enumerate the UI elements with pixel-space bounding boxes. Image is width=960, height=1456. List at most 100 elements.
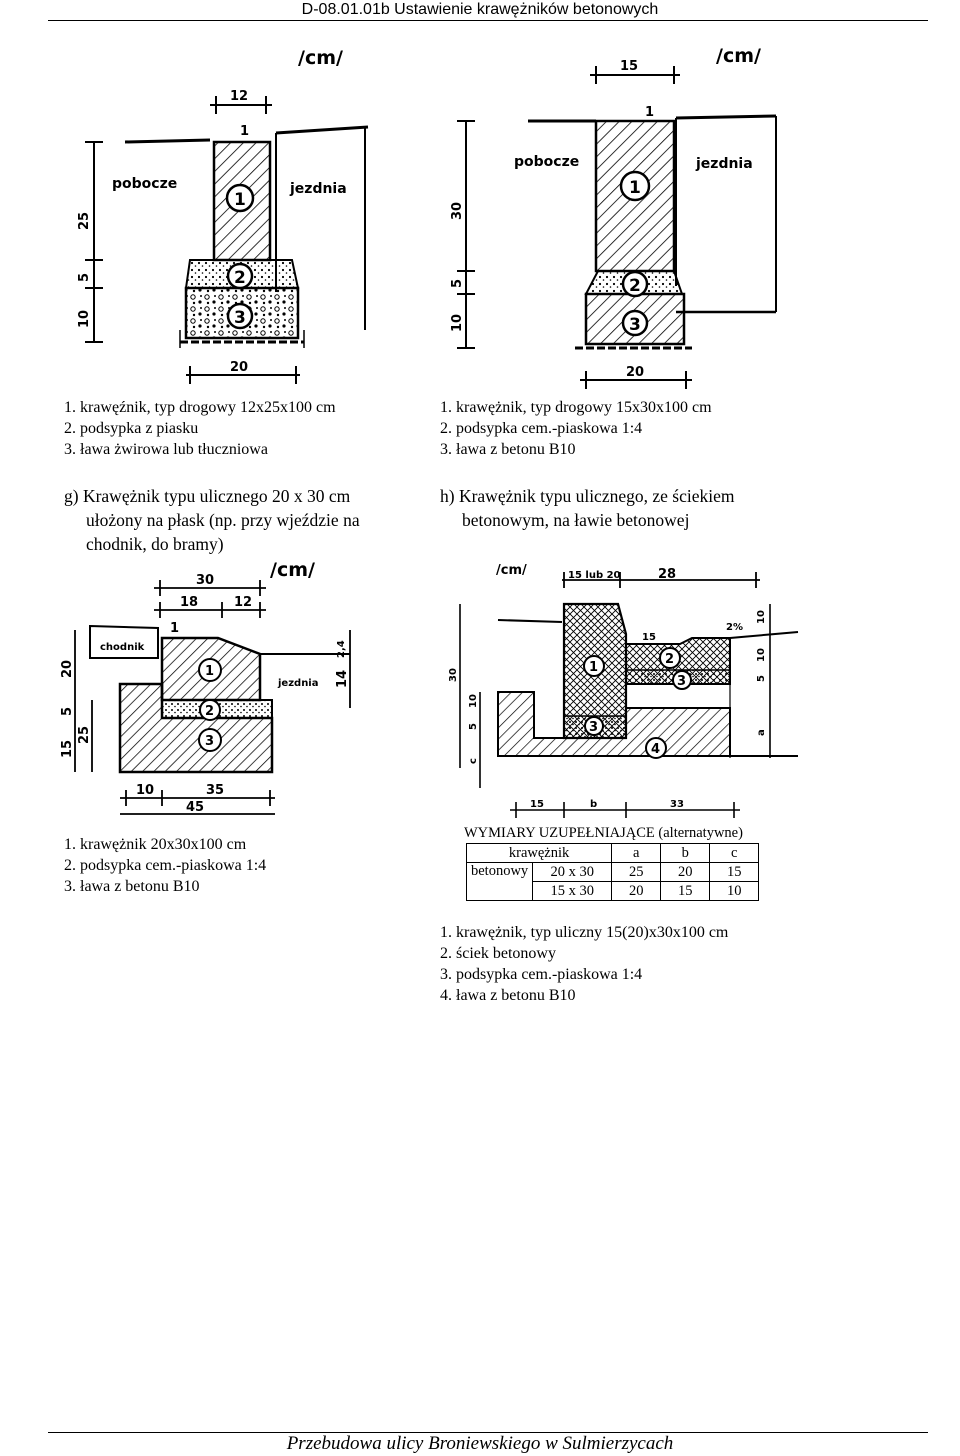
legend-fig-f: 1. krawężnik, typ drogowy 15x30x100 cm 2… <box>440 397 712 460</box>
table-header-cell: krawężnik <box>465 843 613 863</box>
dim-h3: 10 <box>450 314 465 332</box>
table-cell: 25 <box>611 862 662 882</box>
svg-text:2: 2 <box>629 276 641 296</box>
dim-b2: 35 <box>206 783 224 798</box>
legend-fig-h: 1. krawężnik, typ uliczny 15(20)x30x100 … <box>440 922 728 1006</box>
legend-item: 1. krawężnik, typ uliczny 15(20)x30x100 … <box>440 924 729 941</box>
dim-slope: 2% <box>726 622 743 633</box>
unit-label: /cm/ <box>298 47 343 69</box>
dim-t2: 12 <box>234 595 252 610</box>
marker-1: 1 <box>619 170 651 202</box>
dim-gap: 1 <box>170 621 179 636</box>
legend-item: 2. ściek betonowy <box>440 945 556 962</box>
svg-text:1: 1 <box>629 178 641 198</box>
table-cell: 15 <box>709 862 760 882</box>
label-chodnik: chodnik <box>100 642 145 653</box>
table-cell: 20 <box>660 862 711 882</box>
caption-line: g) Krawężnik typu ulicznego 20 x 30 cm <box>64 486 351 506</box>
marker-1: 1 <box>198 658 222 682</box>
legend-item: 4. ława z betonu B10 <box>440 987 576 1004</box>
dim-v4: 25 <box>77 726 92 744</box>
dim-r1: 2,4 <box>336 640 347 658</box>
svg-text:1: 1 <box>234 190 246 210</box>
legend-fig-g: 1. krawężnik 20x30x100 cm 2. podsypka ce… <box>64 834 266 897</box>
drawing-curb-15x30: /cm/ 15 1 1 2 3 pobocze jezdnia 30 5 10 … <box>430 30 780 395</box>
dim-v4: c <box>468 758 479 764</box>
legend-item: 2. podsypka cem.-piaskowa 1:4 <box>440 420 643 437</box>
table-header-cell: b <box>660 843 711 863</box>
svg-text:4: 4 <box>651 742 660 757</box>
dim-b3: 45 <box>186 800 204 815</box>
label-jezdnia: jezdnia <box>277 678 318 689</box>
dim-h1: 25 <box>77 212 92 230</box>
table-header-cell: a <box>611 843 662 863</box>
dim-bottom: 20 <box>626 365 644 380</box>
table-header-row: krawężnik a b c <box>465 843 760 863</box>
dim-gap: 1 <box>240 124 249 139</box>
dim-b1: 15 <box>530 799 544 810</box>
dim-top: 12 <box>230 89 248 104</box>
caption-fig-h: h) Krawężnik typu ulicznego, ze ściekiem… <box>440 484 734 532</box>
legend-item: 3. ława z betonu B10 <box>64 878 200 895</box>
dim-r1: 10 <box>756 610 767 624</box>
caption-line: ułożony na płask (np. przy wjeździe na <box>86 510 360 530</box>
table-cell: 15 x 30 <box>532 881 613 901</box>
dim-t2: 28 <box>658 567 676 582</box>
header-rule <box>48 20 928 21</box>
dim-v3: 5 <box>468 723 479 730</box>
dim-v3: 15 <box>60 740 75 758</box>
legend-item: 1. krawęźnik, typ drogowy 12x25x100 cm <box>64 399 336 416</box>
marker-2: 2 <box>659 647 681 669</box>
svg-text:2: 2 <box>205 704 214 719</box>
table-cell: 10 <box>709 881 760 901</box>
table-row: betonowy 20 x 30 25 20 15 <box>465 862 760 901</box>
label-pobocze: pobocze <box>514 154 579 170</box>
dim-r2: 10 <box>756 648 767 662</box>
svg-text:3: 3 <box>205 734 214 749</box>
dim-bottom: 20 <box>230 360 248 375</box>
svg-text:2: 2 <box>234 268 246 288</box>
table-header-cell: c <box>709 843 760 863</box>
legend-fig-e: 1. krawęźnik, typ drogowy 12x25x100 cm 2… <box>64 397 336 460</box>
marker-2: 2 <box>199 699 221 721</box>
marker-3b: 3 <box>584 716 604 736</box>
unit-label: /cm/ <box>270 559 315 581</box>
legend-item: 2. podsypka cem.-piaskowa 1:4 <box>64 857 267 874</box>
svg-text:1: 1 <box>205 664 214 679</box>
caption-line: h) Krawężnik typu ulicznego, ze ściekiem <box>440 486 735 506</box>
table-cell: betonowy <box>465 862 534 901</box>
table-cell: 15 <box>660 881 711 901</box>
legend-item: 2. podsypka z piasku <box>64 420 199 437</box>
svg-text:3: 3 <box>677 674 686 689</box>
dim-b3: 33 <box>670 799 684 810</box>
legend-item: 3. ława z betonu B10 <box>440 441 576 458</box>
label-jezdnia: jezdnia <box>695 156 753 172</box>
legend-item: 3. podsypka cem.-piaskowa 1:4 <box>440 966 643 983</box>
dim-h3: 10 <box>77 310 92 328</box>
drawing-curb-12x25: /cm/ 12 1 1 2 3 pobocze jezdnia 25 5 10 … <box>50 30 380 390</box>
marker-3: 3 <box>226 302 254 330</box>
table-title: WYMIARY UZUPEŁNIAJĄCE (alternatywne) <box>464 825 743 841</box>
dim-mid: 15 <box>642 632 656 643</box>
svg-text:1: 1 <box>589 660 598 675</box>
dim-v2: 5 <box>60 707 75 716</box>
svg-text:3: 3 <box>234 308 246 328</box>
svg-text:3: 3 <box>629 315 641 335</box>
marker-4: 4 <box>645 737 667 759</box>
dim-v2: 10 <box>468 694 479 708</box>
legend-item: 1. krawężnik, typ drogowy 15x30x100 cm <box>440 399 712 416</box>
legend-item: 3. ława żwirowa lub tłuczniowa <box>64 441 268 458</box>
dim-h1: 30 <box>450 202 465 220</box>
unit-label: /cm/ <box>716 45 761 67</box>
dim-r4: a <box>756 729 767 736</box>
label-jezdnia: jezdnia <box>289 181 347 197</box>
dim-t1: 15 lub 20 <box>568 570 621 581</box>
marker-2: 2 <box>621 270 649 298</box>
dim-v1: 20 <box>60 660 75 678</box>
drawing-curb-with-gutter: /cm/ 15 lub 20 28 15 2% 1 2 3 3 4 30 10 … <box>430 558 810 820</box>
caption-line: betonowym, na ławie betonowej <box>462 510 690 530</box>
dim-h2: 5 <box>77 273 92 282</box>
unit-label: /cm/ <box>496 563 527 578</box>
svg-text:3: 3 <box>589 720 598 735</box>
dim-b2: b <box>590 799 597 810</box>
